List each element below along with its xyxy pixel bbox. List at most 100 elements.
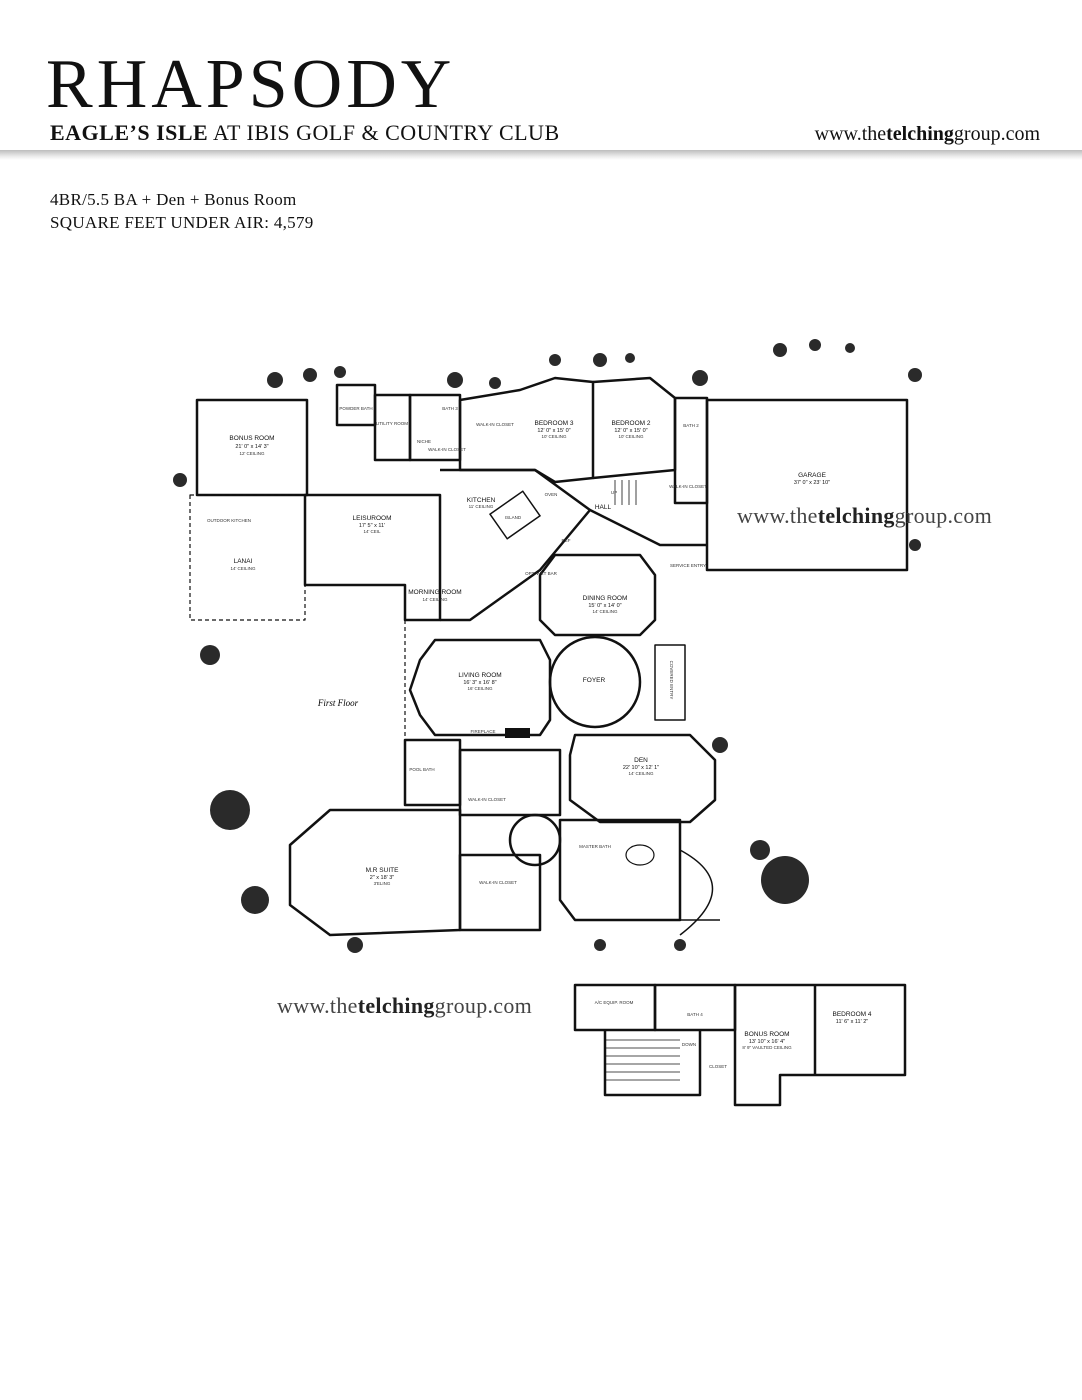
master-bath-label: MASTER BATH [579,844,611,849]
wall-terrace-arc [679,849,714,936]
subtitle-rest: AT IBIS GOLF & COUNTRY CLUB [208,120,560,145]
ref-label: REF [562,538,571,543]
kitchen-island [488,490,542,540]
wall-dining-room [538,553,657,637]
lanai-ceiling: 14' CEILING [230,566,256,571]
wall-garage [705,398,909,572]
walkin-closet-3-label: WALK-IN CLOSET [428,447,466,452]
wm2-pre: www.the [277,993,358,1018]
wall-upper-bonus [733,983,907,1107]
kitchen-ceiling: 11' CEILING [469,504,494,509]
garage-name: GARAGE [798,472,826,479]
living-room-name: LIVING ROOM [458,672,501,679]
utility-room-label: UTILITY ROOM [376,421,408,426]
master-suite-name: M.R SUITE [366,867,400,874]
walls [189,376,909,1107]
master-suite-ceiling: 3'ELING [374,881,391,886]
hall-label: HALL [595,504,612,511]
first-floor-label: First Floor [317,698,359,708]
living-room-dims: 16' 3" x 16' 8" [463,680,496,686]
wm2-post: group.com [434,993,533,1018]
closet-label: CLOSET [709,1064,727,1069]
website-link[interactable]: www.thetelchinggroup.com [815,123,1040,146]
wall-utility [373,393,412,462]
niche-label: NICHE [417,439,431,444]
ac-room-label: A/C EQUIP. ROOM [595,1000,634,1005]
master-suite-dims: 2" x 18' 3" [370,875,395,881]
wall-bedroom-3 [458,376,595,484]
bath-3-label: BATH 3 [442,406,458,411]
den-name: DEN [634,757,648,764]
bedroom-2-name: BEDROOM 2 [611,420,650,427]
wall-foyer [548,635,642,729]
garage-dims: 37' 0" x 23' 10" [794,480,830,486]
down-label: DOWN [682,1042,696,1047]
powder-bath-label: POWDER BATH [339,406,372,411]
walkin-closet-b-label: WALK-IN CLOSET [476,422,514,427]
foyer-label: FOYER [583,677,606,684]
bath-4-label: BATH 4 [687,1012,703,1017]
oven-label: OVEN [545,492,558,497]
island-label: ISLAND [505,515,522,520]
morning-room-ceiling: 14' CEILING [422,597,448,602]
bedroom-4-name: BEDROOM 4 [832,1011,871,1018]
master-tub [625,844,655,866]
wm1-bold: telching [817,503,895,528]
walkin-closet-m1-label: WALK-IN CLOSET [468,797,506,802]
up-label: UP [611,490,617,495]
wall-pool-bath [403,738,462,807]
subtitle-bold: EAGLE’S ISLE [50,120,209,145]
wall-master-bath [558,818,682,922]
wall-den [568,733,717,824]
lanai-name: LANAI [234,558,253,565]
stair-treads [605,480,680,1081]
page-title: RHAPSODY [46,46,456,123]
wm1-pre: www.the [737,503,818,528]
outdoor-kitchen-label: OUTDOOR KITCHEN [207,518,251,523]
leisure-room-ceiling: 14' CEIL [363,529,381,534]
wall-living-room [408,638,552,737]
square-feet: SQUARE FEET UNDER AIR: 4,579 [50,213,314,232]
bedroom-2-dims: 12' 0" x 15' 0" [614,428,647,434]
wall-leisure-room [303,493,442,622]
bedroom-3-ceiling: 10' CEILING [541,434,567,439]
den-ceiling: 14' CEILING [628,771,654,776]
site-post: group.com [953,123,1040,145]
bedroom-2-ceiling: 10' CEILING [618,434,644,439]
site-bold: telching [886,123,954,145]
wall-bonus-room [195,398,309,497]
wall-powder [335,383,377,427]
bonus-room-ceiling: 12' CEILING [239,451,265,456]
header-rule [0,150,1082,160]
kitchen-name: KITCHEN [467,497,496,504]
wet-bar-label: OPT. WET BAR [525,571,557,576]
bedroom-3-dims: 12' 0" x 15' 0" [537,428,570,434]
wall-bath-4 [653,983,737,1032]
pool-bath-label: POOL BATH [409,767,434,772]
bonus-room-name: BONUS ROOM [229,435,274,442]
site-pre: www.the [814,123,887,145]
dining-room-name: DINING ROOM [583,595,628,602]
bedroom-4-dims: 11' 6" x 11' 2" [836,1019,868,1025]
fireplace-label: FIREPLACE [470,729,495,734]
living-room-ceiling: 16' CEILING [467,686,493,691]
leisure-room-name: LEISUROOM [352,515,391,522]
wall-ac-room [573,983,657,1032]
wall-walkin-master [458,853,542,932]
landscape-plants [173,339,922,953]
upper-bonus-ceiling: 8' 9" VAULTED CEILING [742,1045,792,1050]
wall-stair [603,1030,702,1097]
dining-room-dims: 15' 0" x 14' 0" [588,603,621,609]
service-entry-label: SERVICE ENTRY [670,563,706,568]
bedroom-3-name: BEDROOM 3 [534,420,573,427]
walkin-closet-2-label: WALK-IN CLOSET [669,484,707,489]
wall-rotunda [508,813,562,867]
wall-closets [458,748,562,817]
subtitle: EAGLE’S ISLE AT IBIS GOLF & COUNTRY CLUB [50,120,560,146]
wall-kitchen [440,468,592,622]
watermark-garage: www.thetelchinggroup.com [737,503,992,529]
walkin-closet-m2-label: WALK-IN CLOSET [479,880,517,885]
bed-bath-summary: 4BR/5.5 BA + Den + Bonus Room [50,190,297,209]
upper-bonus-name: BONUS ROOM [744,1031,789,1038]
